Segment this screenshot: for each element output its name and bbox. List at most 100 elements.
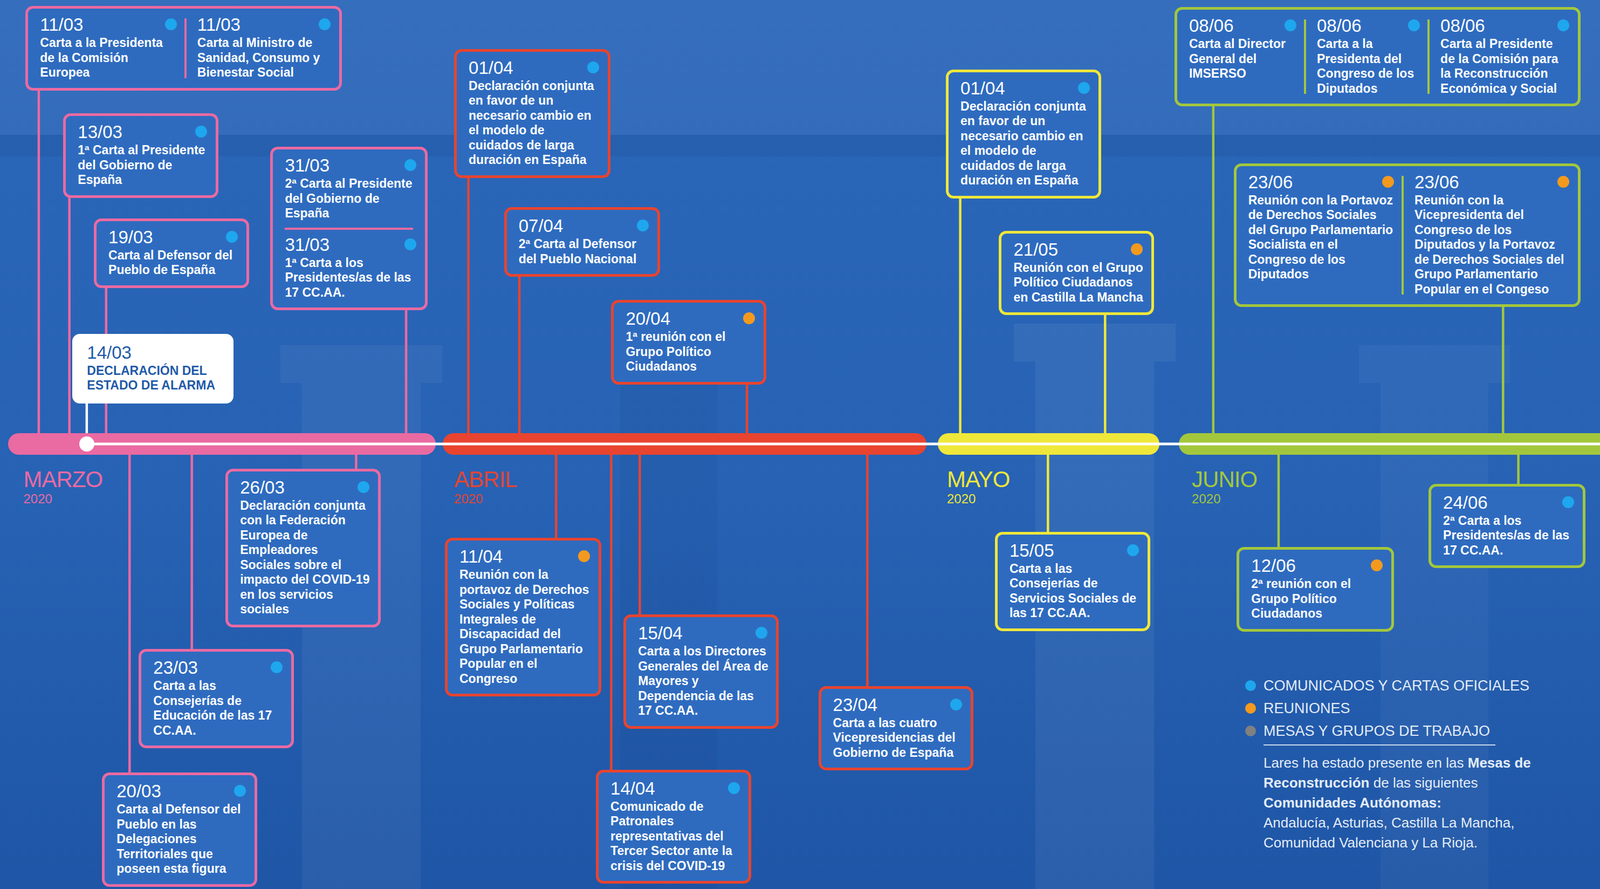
legend-swatch bbox=[1245, 680, 1256, 691]
event-box: 12/062ª reunión con el Grupo Político Ci… bbox=[1236, 546, 1394, 632]
column-capital bbox=[1358, 345, 1510, 383]
event-box: 14/04Comunicado de Patronales representa… bbox=[595, 769, 752, 884]
leader-line bbox=[866, 443, 869, 688]
leader-line bbox=[404, 308, 408, 444]
event-box: 19/03Carta al Defensor del Pueblo de Esp… bbox=[93, 218, 250, 288]
event-date: 26/03 bbox=[239, 477, 371, 498]
event-date: 14/03 bbox=[86, 342, 224, 363]
event-cell: 23/06Reunión con la Portavoz de Derechos… bbox=[1236, 166, 1403, 305]
month-name: JUNIO bbox=[1191, 467, 1258, 492]
category-dot bbox=[1408, 19, 1420, 32]
month-year: 2020 bbox=[23, 491, 103, 506]
event-cell: 20/041ª reunión con el Grupo Político Ci… bbox=[613, 302, 764, 382]
category-dot bbox=[165, 18, 177, 31]
leader-line bbox=[958, 197, 962, 444]
event-cell: 08/06Carta a la Presidenta del Congreso … bbox=[1305, 9, 1429, 104]
category-dot bbox=[234, 784, 246, 797]
event-text: Carta a los Directores Generales del Áre… bbox=[637, 643, 769, 719]
note-text: Lares ha estado presente en las bbox=[1263, 754, 1464, 771]
category-dot bbox=[1284, 19, 1297, 32]
event-date: 31/03 bbox=[284, 155, 417, 176]
month-year: 2020 bbox=[1191, 491, 1258, 506]
event-text: Carta a las Consejerías de Servicios Soc… bbox=[1009, 561, 1141, 621]
event-text: Reunión con la portavoz de Derechos Soci… bbox=[459, 567, 592, 686]
legend-note: Lares ha estado presente en las Mesas de… bbox=[1263, 752, 1571, 853]
column bbox=[301, 382, 421, 889]
event-cell: 12/062ª reunión con el Grupo Político Ci… bbox=[1239, 549, 1391, 629]
event-box: 13/031ª Carta al Presidente del Gobierno… bbox=[63, 113, 219, 198]
note-text: de las siguientes bbox=[1373, 774, 1479, 791]
event-cell: 08/06Carta al Director General del IMSER… bbox=[1177, 9, 1306, 104]
event-date: 08/06 bbox=[1440, 16, 1571, 36]
event-cell: 23/06Reunión con la Vicepresidenta del C… bbox=[1402, 166, 1578, 305]
event-group-box: 11/03Carta a la Presidenta de la Comisió… bbox=[25, 5, 342, 91]
category-dot bbox=[318, 18, 331, 31]
category-dot bbox=[950, 698, 963, 711]
category-dot bbox=[1077, 81, 1090, 94]
event-date: 14/04 bbox=[610, 778, 741, 799]
month-name: MARZO bbox=[23, 467, 103, 492]
event-date: 08/06 bbox=[1189, 16, 1298, 36]
event-cell: 01/04Declaración conjunta en favor de un… bbox=[948, 72, 1099, 196]
category-dot bbox=[404, 238, 417, 251]
event-cell: 08/06Carta al Presidente de la Comisión … bbox=[1428, 9, 1578, 104]
event-date: 11/03 bbox=[39, 15, 178, 35]
category-dot bbox=[1370, 559, 1383, 572]
legend-text: MESAS Y GRUPOS DE TRABAJO bbox=[1263, 722, 1490, 740]
month-label: JUNIO2020 bbox=[1191, 467, 1258, 506]
event-date: 01/04 bbox=[468, 58, 601, 78]
event-group-box: 23/06Reunión con la Portavoz de Derechos… bbox=[1233, 163, 1581, 308]
event-text: Carta al Defensor del Pueblo de España bbox=[108, 248, 239, 278]
event-date: 08/06 bbox=[1316, 16, 1421, 36]
event-cell: 21/05Reunión con el Grupo Político Ciuda… bbox=[1001, 233, 1152, 313]
event-text: 2ª reunión con el Grupo Político Ciudada… bbox=[1251, 576, 1384, 622]
event-text: 2ª Carta al Defensor del Pueblo Nacional bbox=[518, 236, 651, 267]
event-text: 2ª Carta al Presidente del Gobierno de E… bbox=[284, 176, 417, 222]
box-divider bbox=[184, 18, 187, 79]
entablature bbox=[0, 0, 1600, 135]
category-dot bbox=[587, 61, 600, 74]
leader-line bbox=[638, 443, 642, 616]
month-label: ABRIL2020 bbox=[454, 467, 517, 506]
event-cell: 01/04Declaración conjunta en favor de un… bbox=[456, 51, 608, 176]
event-date: 13/03 bbox=[77, 122, 209, 142]
event-date: 21/05 bbox=[1013, 239, 1144, 260]
month-label: MARZO2020 bbox=[23, 467, 103, 506]
category-dot bbox=[743, 312, 755, 325]
event-box: 07/042ª Carta al Defensor del Pueblo Nac… bbox=[504, 207, 661, 277]
category-dot bbox=[578, 550, 590, 562]
event-date: 07/04 bbox=[518, 216, 651, 236]
timeline-marker bbox=[79, 436, 95, 452]
event-cell: 15/05Carta a las Consejerías de Servicio… bbox=[997, 534, 1148, 629]
leader-line bbox=[1046, 443, 1050, 533]
event-box: 23/03Carta a las Consejerías de Educació… bbox=[138, 648, 294, 748]
legend-row: MESAS Y GRUPOS DE TRABAJO bbox=[1243, 719, 1578, 743]
highlight-box: 14/03DECLARACIÓN DEL ESTADO DE ALARMA bbox=[72, 333, 234, 404]
event-date: 23/06 bbox=[1414, 172, 1571, 192]
leader-line bbox=[609, 443, 613, 771]
event-cell: 11/03Carta a la Presidenta de la Comisió… bbox=[28, 8, 186, 88]
event-box: 21/05Reunión con el Grupo Político Ciuda… bbox=[998, 230, 1155, 316]
event-cell: 26/03Declaración conjunta con la Federac… bbox=[228, 471, 379, 625]
event-cell: 23/03Carta a las Consejerías de Educació… bbox=[141, 651, 292, 746]
event-date: 11/03 bbox=[197, 15, 332, 35]
month-name: ABRIL bbox=[454, 467, 517, 492]
event-cell: 31/031ª Carta a los Presidentes/as de la… bbox=[272, 228, 425, 308]
category-dot bbox=[636, 219, 649, 232]
event-box: 24/062ª Carta a los Presidentes/as de la… bbox=[1428, 483, 1586, 569]
event-box: 23/04Carta a las cuatro Vicepresidencias… bbox=[818, 685, 974, 771]
category-dot bbox=[270, 661, 283, 674]
event-cell: 31/032ª Carta al Presidente del Gobierno… bbox=[272, 149, 425, 229]
event-cell: 11/04Reunión con la portavoz de Derechos… bbox=[447, 540, 599, 694]
category-dot bbox=[1130, 243, 1143, 256]
category-dot bbox=[755, 626, 768, 639]
category-dot bbox=[357, 481, 370, 493]
category-dot bbox=[195, 125, 208, 138]
leader-line bbox=[1212, 105, 1215, 444]
legend-separator bbox=[1263, 744, 1496, 746]
cornice bbox=[0, 134, 1600, 157]
event-date: 23/06 bbox=[1248, 172, 1396, 192]
event-box: 15/04Carta a los Directores Generales de… bbox=[623, 614, 779, 729]
box-divider bbox=[1303, 19, 1307, 94]
category-dot bbox=[1382, 175, 1395, 188]
